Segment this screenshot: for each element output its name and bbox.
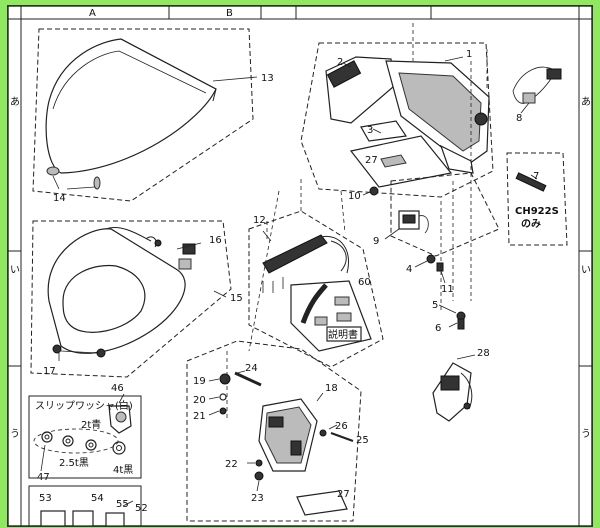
model-only-note-line2: のみ bbox=[521, 218, 541, 230]
main-unit-group bbox=[300, 23, 494, 198]
nozzle-parts-group bbox=[28, 485, 142, 526]
assembly-guide-lines bbox=[248, 179, 346, 352]
valve-unit-group bbox=[186, 340, 362, 522]
part-label-13: 13 bbox=[261, 73, 274, 84]
part-label-14: 14 bbox=[53, 193, 66, 204]
part-label-18: 18 bbox=[325, 383, 338, 394]
exploded-parts-diagram: A B あ あ い い う う 13 14 16 15 17 bbox=[8, 6, 592, 526]
part-label-27-bottom: 27 bbox=[337, 489, 350, 500]
part-label-12: 12 bbox=[253, 215, 266, 226]
part-label-1: 1 bbox=[466, 49, 472, 60]
part-label-5: 5 bbox=[432, 300, 438, 311]
part-label-22: 22 bbox=[225, 459, 238, 470]
part-label-16: 16 bbox=[209, 235, 222, 246]
part-label-46: 46 bbox=[111, 383, 124, 394]
part-label-47: 47 bbox=[37, 472, 50, 483]
row-label-u-left: う bbox=[10, 428, 20, 440]
washer-2t-blue: 2t青 bbox=[81, 418, 101, 431]
part-label-54: 54 bbox=[91, 493, 104, 504]
manual-label: 説明書 bbox=[328, 328, 358, 341]
column-label-a: A bbox=[89, 8, 96, 19]
model-only-note-line1: CH922S bbox=[515, 206, 559, 217]
part-label-7: 7 bbox=[533, 171, 539, 182]
power-cord-group bbox=[512, 66, 562, 114]
part-label-28: 28 bbox=[477, 348, 490, 359]
part-label-2: 2 bbox=[337, 57, 343, 68]
nozzle-arm-group bbox=[248, 210, 384, 368]
row-label-i-right: い bbox=[581, 265, 591, 276]
part-label-25: 25 bbox=[356, 435, 369, 446]
part-label-6: 6 bbox=[435, 323, 441, 334]
part-label-27-top: 27 bbox=[365, 155, 378, 166]
lid-group bbox=[32, 28, 258, 202]
part-label-21: 21 bbox=[193, 411, 206, 422]
washer-2-5t-black: 2.5t黒 bbox=[59, 457, 89, 469]
part-label-17: 17 bbox=[43, 366, 56, 377]
part-label-60: 60 bbox=[358, 277, 371, 288]
slip-washer-group bbox=[28, 393, 142, 479]
fasteners-group bbox=[362, 61, 500, 330]
part-label-10: 10 bbox=[348, 191, 361, 202]
parts-diagram-sheet: A B あ あ い い う う 13 14 16 15 17 bbox=[7, 5, 593, 527]
row-label-a-right: あ bbox=[581, 96, 591, 108]
part-label-23: 23 bbox=[251, 493, 264, 504]
part-label-4: 4 bbox=[406, 264, 412, 275]
slip-washer-note: スリップワッシャ(白) bbox=[35, 399, 133, 412]
part-label-20: 20 bbox=[193, 395, 206, 406]
washer-4t-black: 4t黒 bbox=[113, 464, 133, 476]
nozzle-motor-group bbox=[432, 354, 476, 422]
column-label-b: B bbox=[226, 8, 233, 19]
row-label-u-right: う bbox=[581, 428, 591, 440]
part-label-52: 52 bbox=[135, 503, 148, 514]
part-label-19: 19 bbox=[193, 376, 206, 387]
model-specific-part-group bbox=[506, 152, 568, 246]
part-label-9: 9 bbox=[373, 236, 379, 247]
row-label-i-left: い bbox=[10, 265, 20, 276]
row-label-a-left: あ bbox=[10, 96, 20, 108]
seat-group bbox=[30, 220, 232, 378]
part-label-26: 26 bbox=[335, 421, 348, 432]
part-label-53: 53 bbox=[39, 493, 52, 504]
part-label-55: 55 bbox=[116, 499, 129, 510]
part-label-3: 3 bbox=[367, 125, 373, 136]
part-label-11: 11 bbox=[441, 284, 454, 295]
part-label-15: 15 bbox=[230, 293, 243, 304]
part-label-24: 24 bbox=[245, 363, 258, 374]
part-label-8: 8 bbox=[516, 113, 522, 124]
